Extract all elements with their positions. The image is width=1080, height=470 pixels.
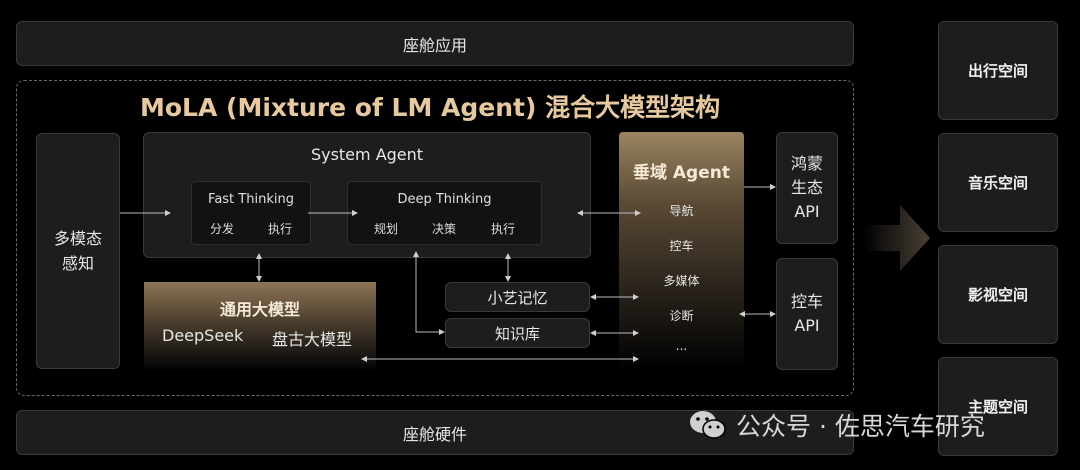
vertical-agent-label: 垂域 Agent: [632, 163, 730, 183]
cockpit-apps-bar: 座舱应用: [16, 21, 854, 66]
general-model-item: DeepSeek: [162, 326, 244, 345]
fast-thinking-item: 分发: [210, 222, 235, 236]
deep-thinking-item: 决策: [432, 222, 457, 236]
vertical-agent-box: 垂域 Agent 导航 控车 多媒体 诊断 ...: [619, 132, 744, 370]
fast-thinking-item: 执行: [268, 222, 293, 236]
space-box-music: 音乐空间: [938, 133, 1058, 232]
watermark-text: 公众号 · 佐思汽车研究: [736, 412, 985, 441]
wechat-icon: [690, 411, 726, 439]
general-model-item: 盘古大模型: [272, 330, 353, 349]
arrow-deep-knowledge: [413, 251, 445, 335]
vertical-agent-item: 多媒体: [663, 274, 700, 288]
fast-thinking-box: Fast Thinking 分发 执行: [191, 181, 311, 245]
arrow-right-icon: [862, 205, 930, 271]
vertical-agent-item: ...: [675, 339, 688, 353]
deep-thinking-item: 执行: [491, 222, 516, 236]
general-model-box: 通用大模型 DeepSeek 盘古大模型: [144, 282, 376, 372]
harmony-ecosystem-api-box: 鸿蒙 生态 API: [776, 132, 838, 244]
system-agent-label: System Agent: [310, 145, 424, 164]
vertical-agent-item: 诊断: [669, 309, 694, 323]
deep-thinking-label: Deep Thinking: [397, 192, 492, 207]
deep-thinking-item: 规划: [374, 222, 399, 236]
memory-box: 小艺记忆: [445, 282, 590, 312]
space-box-theme: 主题空间: [938, 357, 1058, 456]
deep-thinking-box: Deep Thinking 规划 决策 执行: [347, 181, 542, 245]
space-box-video: 影视空间: [938, 245, 1058, 344]
vertical-agent-item: 控车: [669, 239, 694, 253]
knowledge-base-box: 知识库: [445, 318, 590, 348]
diagram-title: MoLA (Mixture of LM Agent) 混合大模型架构: [140, 93, 721, 122]
watermark: 公众号 · 佐思汽车研究: [688, 407, 985, 443]
multimodal-perception-box: 多模态 感知: [36, 133, 120, 369]
general-model-label: 通用大模型: [219, 300, 300, 319]
fast-thinking-label: Fast Thinking: [208, 192, 294, 207]
mola-container: [16, 80, 854, 396]
vertical-agent-item: 导航: [669, 204, 694, 218]
vehicle-control-api-box: 控车 API: [776, 258, 838, 370]
space-box-travel: 出行空间: [938, 21, 1058, 120]
